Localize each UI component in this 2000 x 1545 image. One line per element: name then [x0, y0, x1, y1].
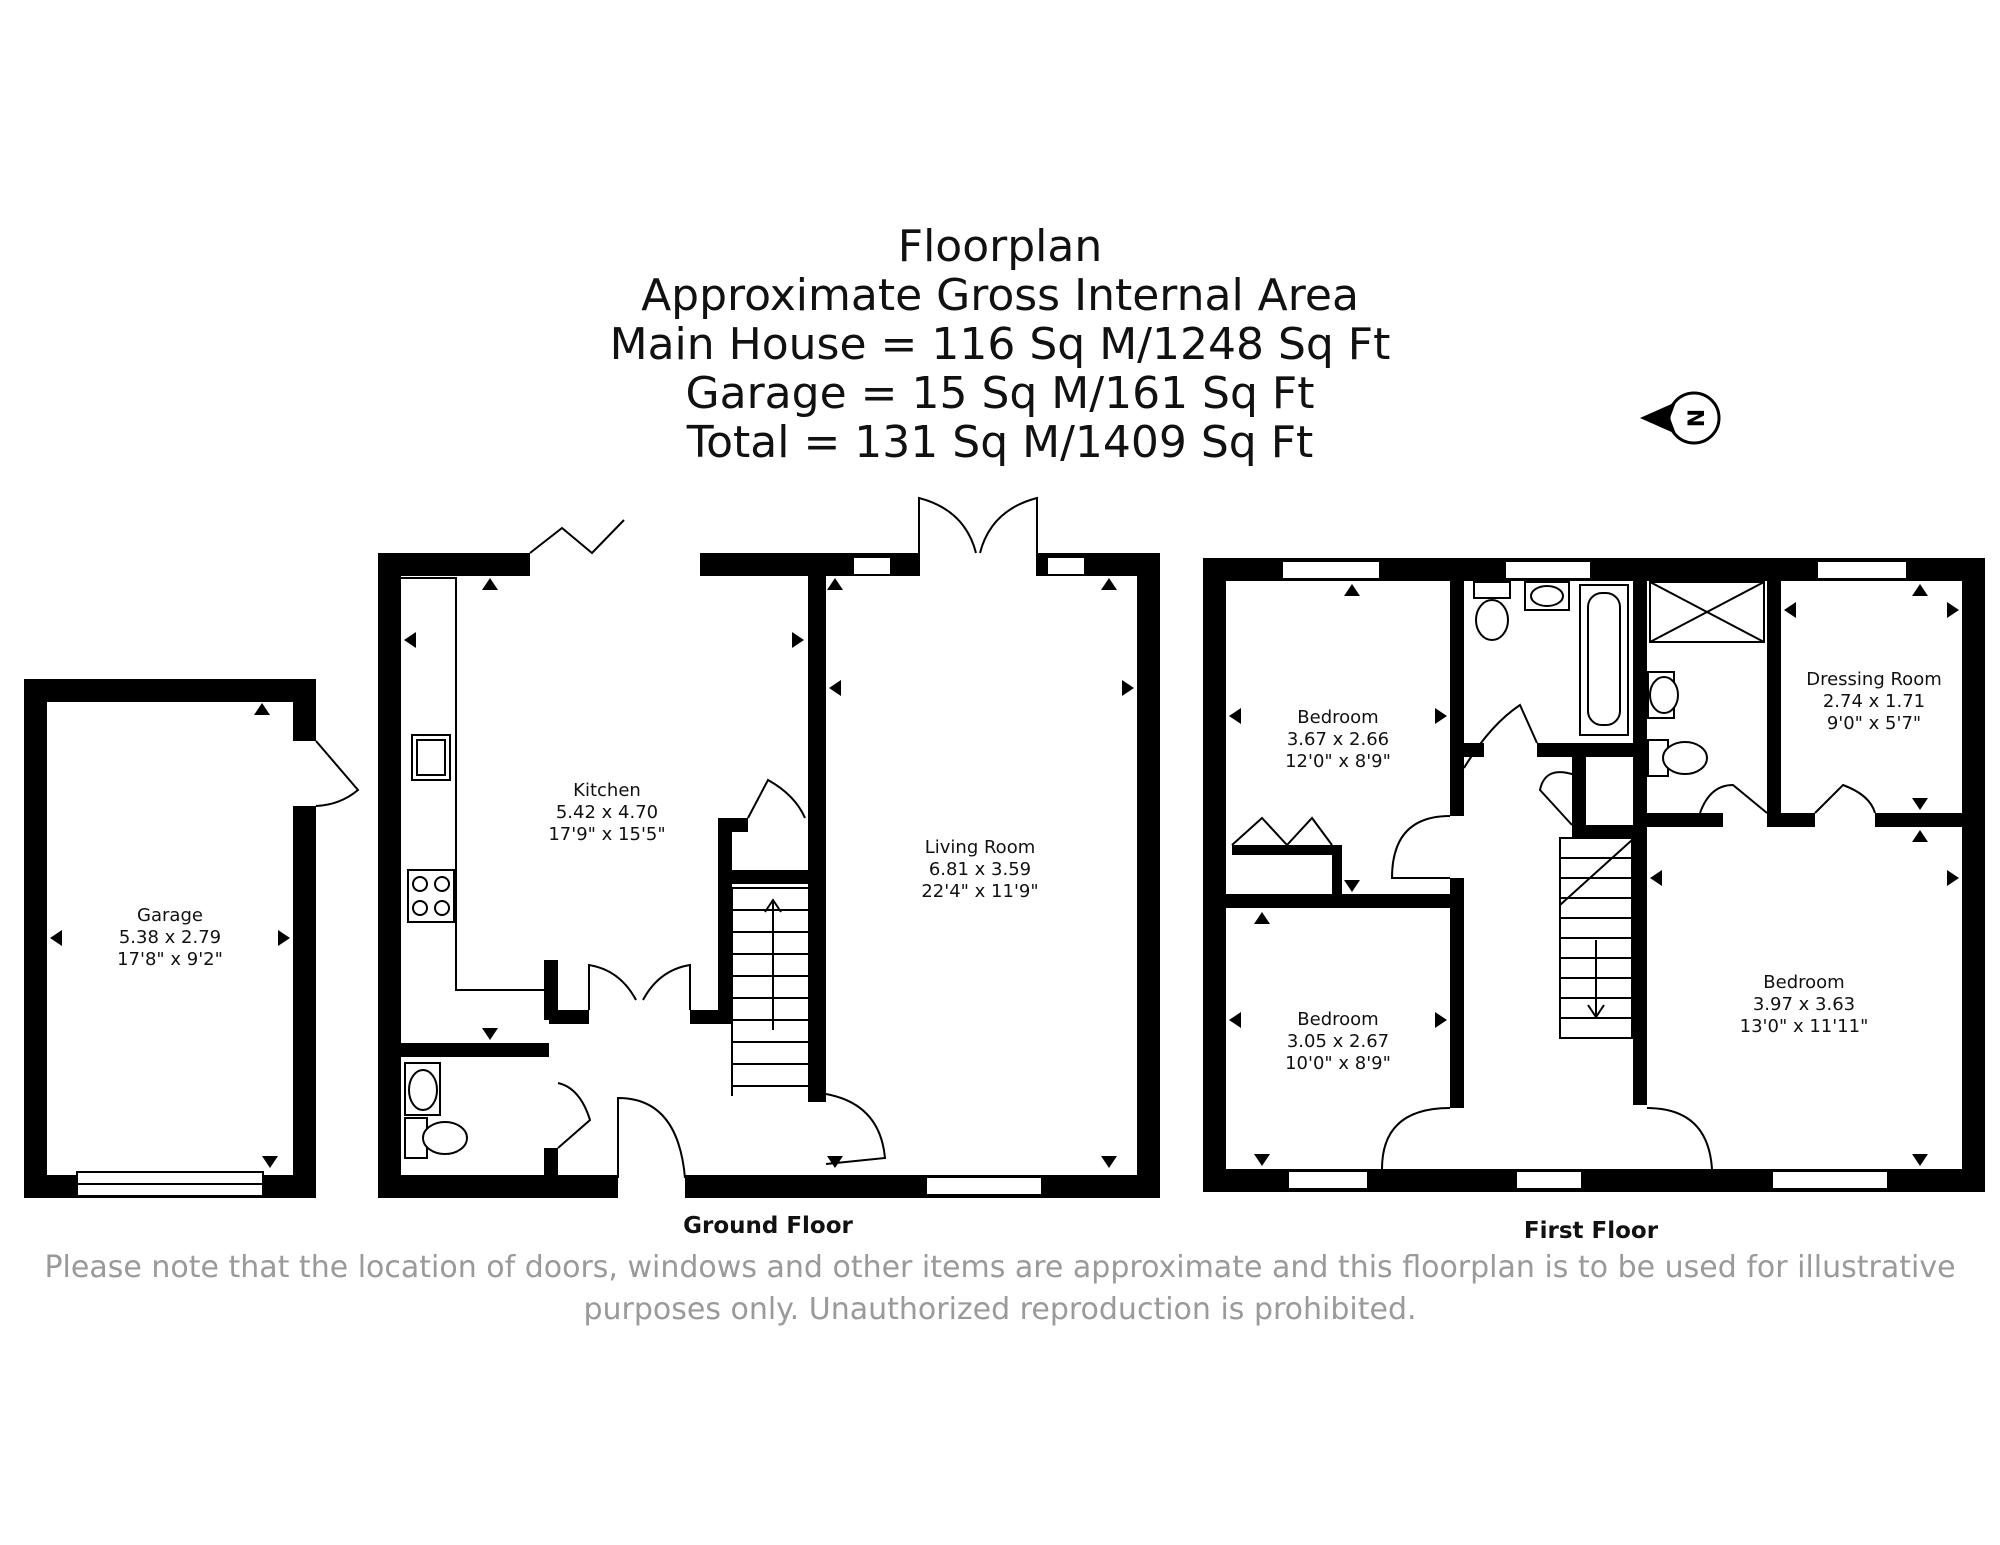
ground-floor-label: Ground Floor — [683, 1213, 853, 1239]
living-room-name: Living Room — [925, 837, 1036, 858]
compass-icon: N — [1640, 391, 1721, 445]
garage-imperial: 17'8" x 9'2" — [117, 949, 223, 970]
disclaimer-line-1: Please note that the location of doors, … — [44, 1250, 1955, 1285]
living-room-metric: 6.81 x 3.59 — [929, 859, 1031, 880]
bedroom-1-metric: 3.67 x 2.66 — [1287, 729, 1389, 750]
first-floor-plan — [1203, 558, 1985, 1192]
kitchen-imperial: 17'9" x 15'5" — [548, 824, 665, 845]
disclaimer-line-2: purposes only. Unauthorized reproduction… — [583, 1292, 1416, 1327]
ground-floor-plan — [378, 496, 1160, 1198]
plan-title: Floorplan — [898, 221, 1102, 272]
garage-metric: 5.38 x 2.79 — [119, 927, 221, 948]
bedroom-2-name: Bedroom — [1297, 1009, 1378, 1030]
living-room-imperial: 22'4" x 11'9" — [921, 881, 1038, 902]
dressing-room-metric: 2.74 x 1.71 — [1823, 691, 1925, 712]
bedroom-3-name: Bedroom — [1763, 972, 1844, 993]
kitchen-name: Kitchen — [573, 780, 641, 801]
kitchen-metric: 5.42 x 4.70 — [556, 802, 658, 823]
main-house-area: Main House = 116 Sq M/1248 Sq Ft — [610, 319, 1391, 370]
staircase — [1559, 837, 1633, 1039]
compass-label: N — [1685, 409, 1710, 427]
bedroom-3-metric: 3.97 x 3.63 — [1753, 994, 1855, 1015]
plan-subtitle: Approximate Gross Internal Area — [641, 270, 1359, 321]
bedroom-1-imperial: 12'0" x 8'9" — [1285, 751, 1391, 772]
bedroom-2-metric: 3.05 x 2.67 — [1287, 1031, 1389, 1052]
bedroom-3-imperial: 13'0" x 11'11" — [1740, 1016, 1869, 1037]
garage-area: Garage = 15 Sq M/161 Sq Ft — [686, 368, 1315, 419]
staircase — [731, 887, 808, 1096]
total-area: Total = 131 Sq M/1409 Sq Ft — [686, 417, 1314, 468]
garage-name: Garage — [137, 905, 203, 926]
first-floor-label: First Floor — [1524, 1218, 1659, 1244]
bedroom-1-name: Bedroom — [1297, 707, 1378, 728]
dressing-room-name: Dressing Room — [1806, 669, 1942, 690]
garage-plan — [24, 679, 360, 1198]
bedroom-2-imperial: 10'0" x 8'9" — [1285, 1053, 1391, 1074]
dressing-room-imperial: 9'0" x 5'7" — [1827, 713, 1921, 734]
